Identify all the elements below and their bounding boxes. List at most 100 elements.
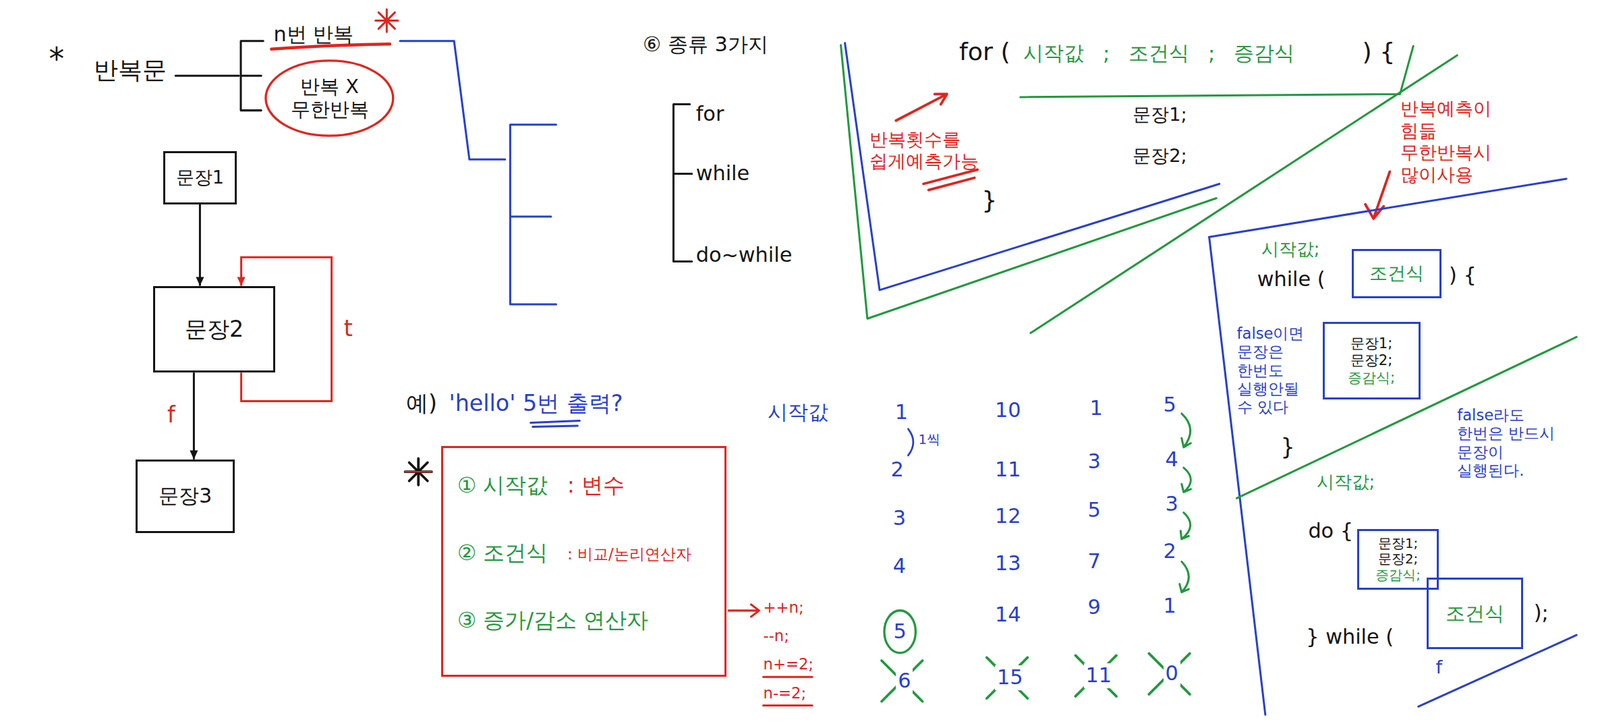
label-holder: false라도 한번은 반드시 문장이 실행된다.: [1456, 406, 1559, 480]
label-holder: 6: [895, 668, 913, 693]
label-holder: while: [696, 161, 750, 186]
board-note: 11: [1083, 663, 1115, 688]
node-text: ② 조건식: [457, 539, 549, 566]
label-holder: 시작값: [767, 400, 829, 425]
board-note: 3: [1088, 449, 1101, 474]
board-note: 0: [1163, 661, 1181, 686]
label-holder: 2: [1163, 538, 1177, 564]
board-note: 14: [994, 602, 1022, 627]
node-text: ① 시작값: [457, 472, 549, 498]
arrow-head: [195, 277, 204, 287]
board-note: 반복문: [93, 55, 167, 85]
board-note: 5: [1163, 392, 1177, 417]
board-note: 1: [895, 400, 908, 425]
condition-box: 조건식: [1426, 577, 1524, 649]
node-text: 조건식: [1445, 601, 1505, 625]
node-text: : 비교/논리연산자: [567, 545, 692, 564]
board-note: 11: [994, 457, 1022, 482]
node-text: 문장2;: [1350, 351, 1393, 369]
board-note: 'hello' 5번 출력?: [449, 389, 624, 417]
node-text: 문장1;: [1350, 334, 1393, 352]
label-holder: 3: [1165, 491, 1179, 517]
steps-box: ① 시작값: 변수② 조건식: 비교/논리연산자③ 증가/감소 연산자: [441, 445, 728, 677]
label-holder: --n;: [763, 626, 790, 645]
board-note: false이면 문장은 한번도 실행안될 수 있다: [1237, 324, 1319, 417]
board-note: 2: [1163, 538, 1177, 564]
board-note: do~while: [696, 242, 793, 268]
label-holder: 15: [994, 665, 1026, 690]
board-note: );: [1533, 600, 1549, 625]
node-text: 증감식;: [1347, 368, 1395, 386]
text-holder: ① 시작값: [457, 472, 549, 498]
label-holder: do {: [1307, 518, 1354, 544]
board-note: false라도 한번은 반드시 문장이 실행된다.: [1456, 406, 1559, 480]
board-note: *: [49, 41, 65, 78]
label-holder: ) {: [1362, 37, 1396, 67]
label-holder: 7: [1088, 549, 1101, 574]
board-note: n+=2;: [763, 654, 814, 674]
label-holder: ⑥ 종류 3가지: [642, 32, 769, 57]
label-holder: 시작값 ; 조건식 ; 증감식: [1023, 41, 1295, 66]
board-note: 예): [406, 389, 438, 417]
label-holder: while (: [1257, 267, 1326, 292]
loop-body-box: 문장1;문장2;증감식;: [1322, 321, 1421, 400]
label-holder: n-=2;: [763, 683, 807, 703]
board-note: 시작값: [767, 400, 829, 425]
node-text: 무한반복: [290, 97, 369, 121]
process-box: 문장2: [153, 286, 276, 374]
board-note: ) {: [1448, 263, 1477, 288]
node-text: 반복 X: [300, 74, 359, 98]
label-holder: 1: [895, 400, 908, 425]
label-holder: 반복횟수를 쉽게예측가능: [869, 128, 1003, 173]
board-note: 10: [994, 397, 1022, 423]
label-holder: f: [165, 401, 178, 429]
board-note: 반복예측이 힘듦 무한반복시 많이사용: [1400, 97, 1522, 187]
board-note: do {: [1307, 518, 1354, 544]
label-holder: );: [1533, 600, 1549, 625]
node-text: 문장3: [158, 483, 212, 508]
board-note: 15: [994, 665, 1026, 690]
node-text: 문장1: [176, 166, 224, 189]
node-text: 문장1;: [1378, 535, 1418, 552]
label-holder: ++n;: [763, 598, 805, 617]
label-holder: }: [1280, 433, 1296, 461]
label-holder: 3: [893, 505, 906, 531]
text-holder: ③ 증가/감소 연산자: [457, 607, 649, 633]
label-holder: 11: [994, 457, 1022, 482]
board-note: 4: [893, 553, 906, 579]
label-holder: 0: [1163, 661, 1181, 686]
board-note: 2: [891, 457, 904, 482]
label-holder: n+=2;: [763, 654, 814, 674]
edge-label: t: [341, 315, 355, 342]
arrow-head: [189, 450, 198, 460]
label-holder: false이면 문장은 한번도 실행안될 수 있다: [1237, 324, 1319, 417]
process-box: 문장1: [163, 151, 237, 205]
board-note: 시작값 ; 조건식 ; 증감식: [1023, 41, 1295, 66]
text-holder: ② 조건식: [457, 539, 549, 566]
label-holder: ) {: [1448, 263, 1477, 288]
board-note: 7: [1088, 549, 1101, 574]
label-holder: *: [49, 41, 65, 78]
board-note: ++n;: [763, 598, 805, 617]
label-holder: 반복예측이 힘듦 무한반복시 많이사용: [1400, 97, 1522, 187]
label-holder: do~while: [696, 242, 793, 268]
label-holder: 5: [1088, 497, 1101, 523]
label-holder: 1: [1090, 395, 1103, 421]
label-holder: n번 반복: [273, 22, 354, 47]
board-note: while: [696, 161, 750, 186]
label-holder: 9: [1088, 594, 1101, 620]
arrow-head: [237, 277, 246, 287]
board-note: 문장1;: [1132, 103, 1187, 127]
node-text: 문장2;: [1378, 551, 1418, 568]
board-note: 1: [1163, 593, 1177, 618]
edge-label: f: [165, 401, 178, 429]
node-text: 5: [893, 619, 907, 644]
board-note: 6: [895, 668, 913, 693]
label-holder: }: [981, 185, 997, 216]
label-holder: 4: [893, 553, 906, 579]
label-holder: 시작값;: [1261, 238, 1321, 260]
board-note: for (: [959, 37, 1011, 67]
label-holder: 3: [1088, 449, 1101, 474]
board-note: 1씩: [918, 431, 941, 448]
